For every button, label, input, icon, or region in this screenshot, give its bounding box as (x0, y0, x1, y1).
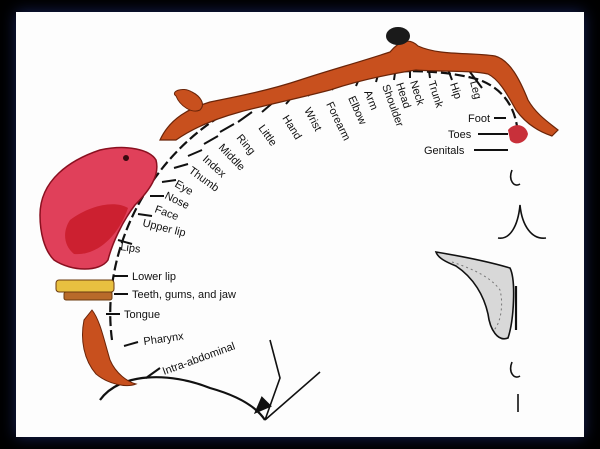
label-intra-abdominal: Intra-abdominal (161, 340, 237, 377)
label-tongue: Tongue (124, 309, 160, 321)
genitals-figure (508, 125, 528, 144)
label-upper-lip: Upper lip (141, 217, 187, 239)
homunculus-body (159, 40, 559, 141)
label-arm: Arm (361, 89, 380, 112)
lower-labels: Lower lip Teeth, gums, and jaw Tongue Ph… (124, 113, 490, 378)
label-leg: Leg (467, 80, 483, 101)
label-foot: Foot (468, 113, 490, 125)
label-teeth: Teeth, gums, and jaw (132, 289, 236, 301)
hand-figure (174, 89, 203, 112)
label-lower-lip: Lower lip (132, 271, 176, 283)
label-forearm: Forearm (323, 100, 352, 143)
label-lips: Lips (120, 241, 142, 256)
label-toes: Toes (448, 129, 472, 141)
label-hip: Hip (447, 81, 464, 100)
face-figure (39, 146, 158, 387)
label-wrist: Wrist (301, 106, 323, 134)
label-pharynx: Pharynx (143, 330, 185, 348)
label-little: Little (256, 123, 279, 149)
gyrus-section (434, 250, 515, 340)
label-ring: Ring (234, 132, 258, 157)
label-genitals: Genitals (424, 145, 465, 157)
label-trunk: Trunk (425, 79, 445, 110)
homunculus-figure (159, 27, 559, 144)
label-hand: Hand (279, 113, 303, 142)
head-figure (386, 27, 410, 45)
